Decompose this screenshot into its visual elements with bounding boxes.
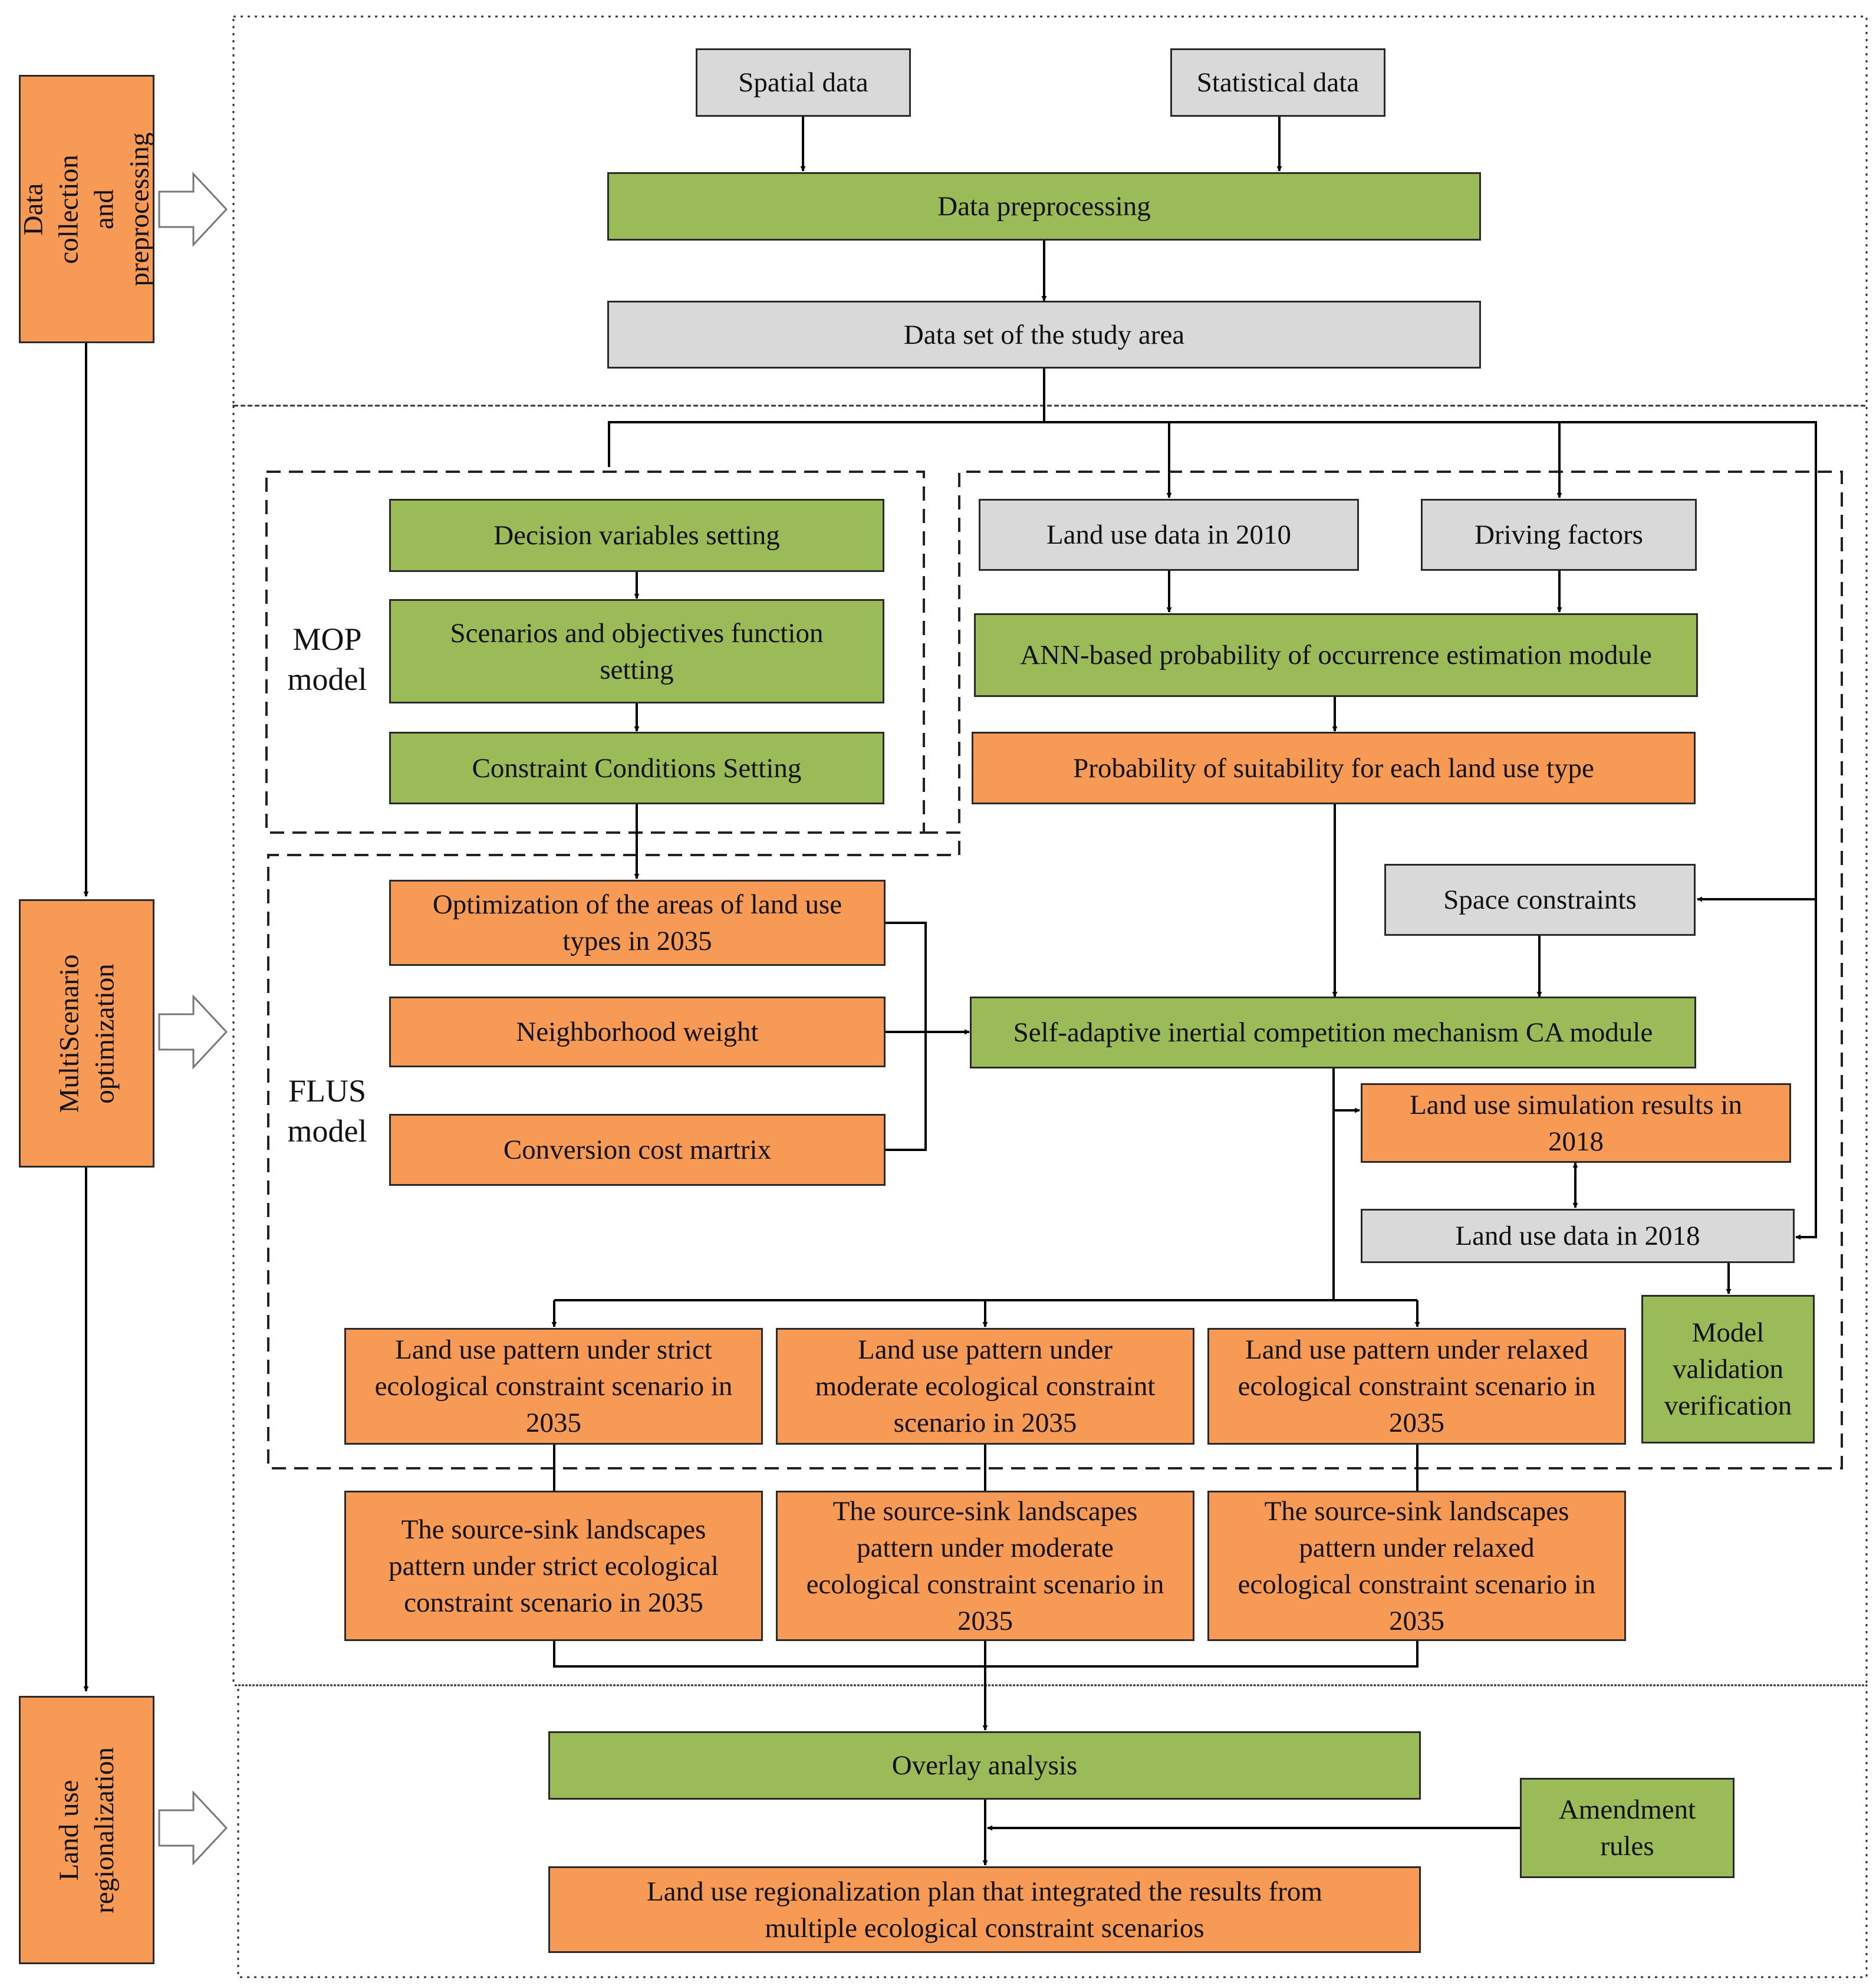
pattern-relaxed-box: Land use pattern under relaxed ecologica… <box>1207 1328 1626 1445</box>
data-preprocessing-box: Data preprocessing <box>607 172 1481 241</box>
collection-section-frame <box>232 15 1868 407</box>
conversion-cost-box: Conversion cost martrix <box>389 1114 886 1186</box>
stage-land-use-regionalization-label: Land use regionalization <box>54 1747 120 1913</box>
model-validation-box: Model validation verification <box>1641 1295 1815 1444</box>
stage-arrow-collection <box>158 172 228 247</box>
mop-model-frame <box>265 471 925 834</box>
stage-data-collection: Data collection and preprocessing <box>18 75 155 343</box>
optimization-section-frame <box>232 405 1868 1686</box>
stage-arrow-optimization <box>158 994 228 1070</box>
mop-model-label: MOP model <box>287 622 367 697</box>
stage-arrow-regionalization <box>158 1790 228 1866</box>
space-constraints-box: Space constraints <box>1384 864 1696 936</box>
optimization-areas-box: Optimization of the areas of land use ty… <box>389 880 886 966</box>
pattern-moderate-box: Land use pattern under moderate ecologic… <box>776 1328 1194 1445</box>
driving-factors-box: Driving factors <box>1421 499 1697 571</box>
ca-module-box: Self-adaptive inertial competition mecha… <box>970 997 1696 1068</box>
ann-module-box: ANN-based probability of occurrence esti… <box>974 613 1698 697</box>
simulation-2018-box: Land use simulation results in 2018 <box>1361 1083 1791 1163</box>
statistical-data-box: Statistical data <box>1170 48 1385 117</box>
sourcesink-relaxed-box: The source-sink landscapes pattern under… <box>1207 1491 1626 1641</box>
stage-data-collection-label: Data collection and preprocessing <box>18 131 155 287</box>
spatial-data-box: Spatial data <box>696 48 911 117</box>
amendment-rules-box: Amendment rules <box>1520 1778 1735 1878</box>
decision-variables-box: Decision variables setting <box>389 499 884 572</box>
stage-multiscenario-optimization-label: MultiScenario optimization <box>54 954 120 1113</box>
regionalization-plan-box: Land use regionalization plan that integ… <box>548 1866 1421 1953</box>
data-set-box: Data set of the study area <box>607 301 1481 369</box>
flus-model-frame <box>267 471 1843 1469</box>
stage-land-use-regionalization: Land use regionalization <box>19 1696 154 1964</box>
sourcesink-moderate-box: The source-sink landscapes pattern under… <box>776 1491 1194 1641</box>
section-frames <box>232 15 1868 1978</box>
land-use-2018-box: Land use data in 2018 <box>1361 1209 1795 1263</box>
pattern-strict-box: Land use pattern under strict ecological… <box>344 1328 763 1445</box>
constraint-conditions-box: Constraint Conditions Setting <box>389 732 884 804</box>
model-frames <box>265 471 1843 1469</box>
sourcesink-strict-box: The source-sink landscapes pattern under… <box>344 1491 763 1641</box>
scenarios-objectives-box: Scenarios and objectives function settin… <box>389 599 884 703</box>
connectors <box>83 117 1817 1866</box>
land-use-2010-box: Land use data in 2010 <box>979 499 1359 571</box>
stage-multiscenario-optimization: MultiScenario optimization <box>19 899 154 1168</box>
flus-model-label: FLUS model <box>287 1073 367 1149</box>
neighborhood-weight-box: Neighborhood weight <box>389 997 886 1067</box>
probability-suitability-box: Probability of suitability for each land… <box>972 732 1696 804</box>
regionalization-section-frame <box>237 1684 1868 1978</box>
overlay-analysis-box: Overlay analysis <box>548 1731 1421 1800</box>
stage-arrows <box>158 172 228 1866</box>
